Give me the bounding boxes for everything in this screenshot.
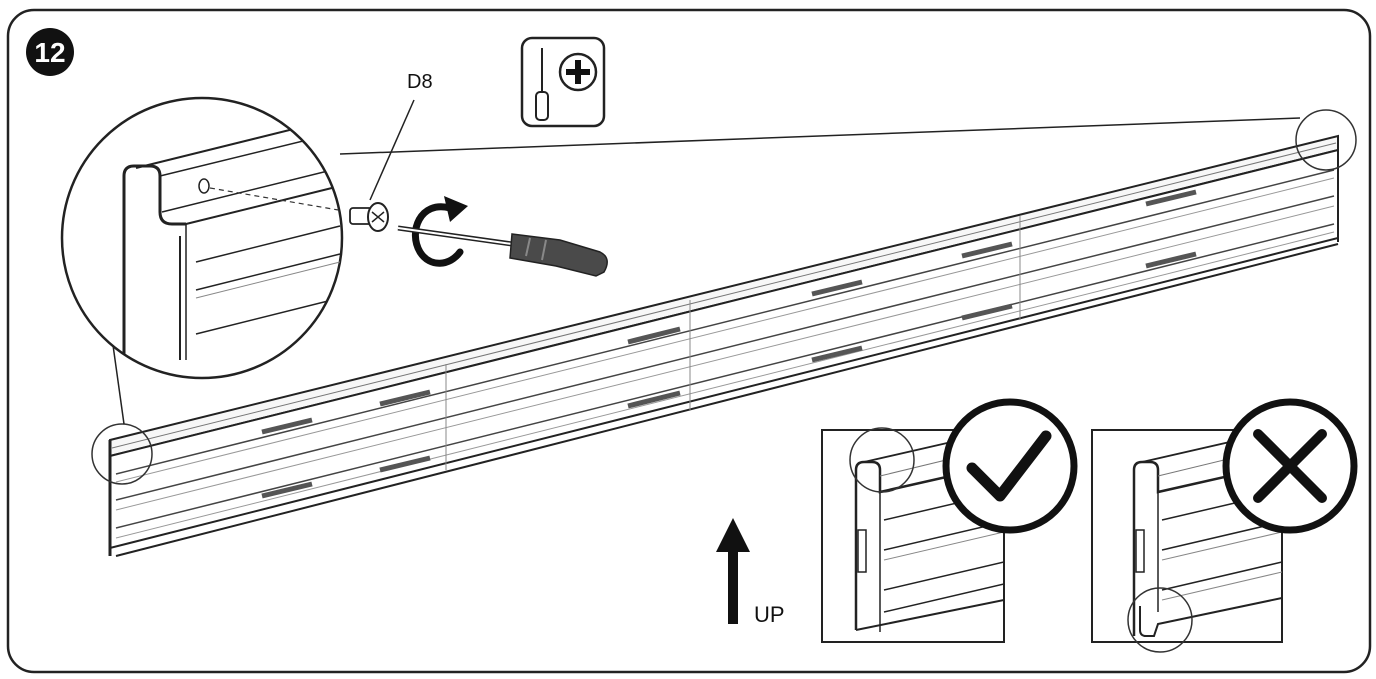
step-badge: 12 — [26, 28, 74, 76]
left-end-callout — [91, 423, 153, 485]
screwdriver-icon — [397, 225, 608, 277]
rail-assembly — [108, 134, 1339, 557]
leader-line-bottom — [111, 337, 125, 425]
cross-icon — [1222, 398, 1358, 534]
clockwise-rotation-icon — [412, 196, 468, 267]
right-end-callout — [1295, 109, 1357, 171]
checkmark-icon — [942, 398, 1078, 534]
up-arrow-icon — [716, 518, 750, 624]
part-code-label: D8 — [407, 71, 433, 93]
part-leader-line — [369, 99, 415, 201]
leader-line-top — [339, 117, 1301, 155]
phillips-screwdriver-icon — [520, 36, 606, 128]
incorrect-orientation-panel — [1091, 398, 1358, 653]
orientation-label: UP — [754, 602, 785, 627]
correct-orientation-panel — [821, 398, 1078, 643]
screw-icon — [349, 202, 389, 232]
step-number: 12 — [34, 37, 65, 68]
